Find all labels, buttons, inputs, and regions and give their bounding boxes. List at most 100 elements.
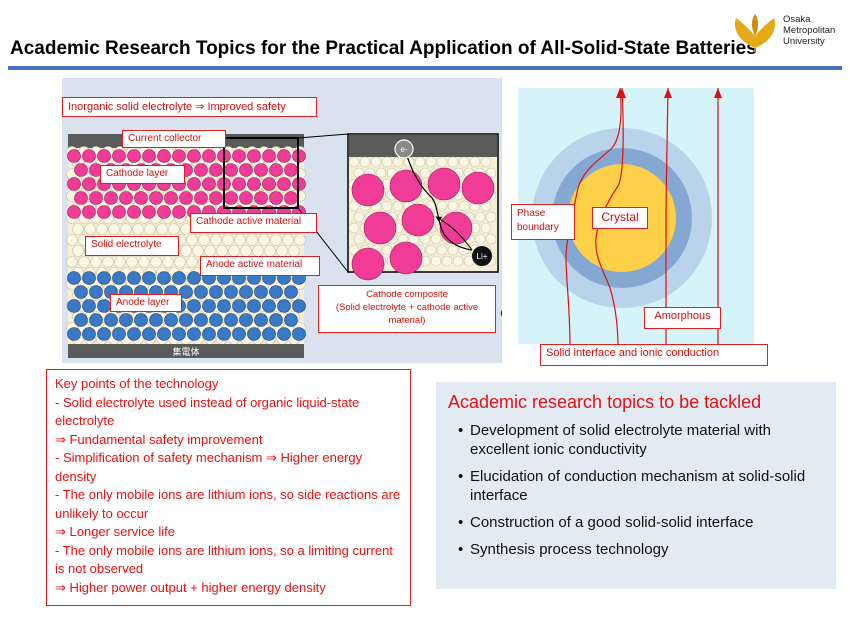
electrolyte-particle [282,234,294,246]
cathode-particle [82,205,96,219]
cathode-particle [187,149,201,163]
cathode-particle [262,149,276,163]
inset-electrolyte-particle [458,200,470,212]
anode-particle [277,299,291,313]
cathode-particle [202,177,216,191]
anode-particle [97,271,111,285]
cathode-particle [239,163,253,177]
lithium-ion-icon [472,246,492,266]
electrolyte-particle [246,234,258,246]
ion-path-1 [565,88,622,344]
arrow-head [618,88,626,98]
anode-particle [67,271,81,285]
research-topics-box: Academic research topics to be tackled D… [436,382,836,589]
electrolyte-particle [264,245,276,257]
phase-boundary-label: Phase boundary [511,204,575,240]
research-topic-item: Development of solid electrolyte materia… [458,421,824,459]
anode-particle [179,285,193,299]
anode-particle [239,313,253,327]
lithium-path [435,216,473,251]
cathode-particle [164,191,178,205]
inset-cathode-particle [389,241,423,275]
cathode-particle [187,177,201,191]
cathode-particle [112,149,126,163]
inset-electrolyte-particle [353,211,365,223]
anode-particle [232,299,246,313]
inset-electrolyte-particle [452,255,464,267]
inset-electrolyte-particle [370,156,382,168]
anode-particle [224,313,238,327]
anode-particle [194,313,208,327]
anode-particle [292,327,306,341]
anode-particle [179,313,193,327]
anode-particle [247,327,261,341]
cathode-particle [112,205,126,219]
anode-particle [82,299,96,313]
interface-label: Solid interface and ionic conduction [540,344,768,366]
inset-electrolyte-particle [447,200,459,212]
stray-text: Cr [500,307,502,322]
anode-particle [284,313,298,327]
cathode-composite-label: Cathode composite (Solid electrolyte + c… [318,285,496,333]
cathode-particle [247,177,261,191]
anode-particle [262,299,276,313]
inset-cathode-particle [439,211,473,245]
anode-particle [127,271,141,285]
key-point-line: ⇒ Higher power output + higher energy de… [55,579,326,595]
inset-cathode-particle [427,167,461,201]
inset-electrolyte-particle [392,200,404,212]
cathode-particle [127,205,141,219]
electrolyte-particle [234,234,246,246]
electrolyte-particle [150,256,162,268]
anode-particle [202,299,216,313]
inset-electrolyte-particle [348,156,360,168]
cathode-particle [254,191,268,205]
cathode-particle [277,149,291,163]
cathode-particle [142,205,156,219]
anode-particle [254,285,268,299]
inset-cathode-particle [363,211,397,245]
anode-particle [82,327,96,341]
cathode-particle [277,177,291,191]
electrolyte-particle [186,234,198,246]
anode-particle [187,271,201,285]
anode-active-material-label: Anode active material [200,256,320,276]
anode-particle [224,285,238,299]
anode-particle [104,313,118,327]
cathode-particle [172,205,186,219]
electrolyte-particle [156,223,168,235]
amorphous-label: Amorphous [644,307,721,329]
electrolyte-particle [96,223,108,235]
cathode-particle [232,177,246,191]
electrolyte-particle [90,256,102,268]
cathode-particle [254,163,268,177]
key-point-line: - The only mobile ions are lithium ions,… [55,487,401,521]
anode-particle [82,271,96,285]
inset-electrolyte-particle [348,200,360,212]
electron-path [406,155,473,251]
bottom-collector-label: 集電体 [172,346,199,358]
electrolyte-particle [72,245,84,257]
cathode-particle [82,149,96,163]
electrolyte-particle [138,256,150,268]
cathode-particle [262,177,276,191]
anode-particle [74,313,88,327]
key-point-line: - Simplification of safety mechanism ⇒ H… [55,450,363,484]
research-topic-item: Synthesis process technology [458,540,824,559]
anode-particle [97,327,111,341]
anode-particle [164,313,178,327]
electrolyte-particle [288,245,300,257]
anode-particle [142,271,156,285]
page-title: Academic Research Topics for the Practic… [10,38,757,59]
electrolyte-particle [66,256,78,268]
anode-particle [269,313,283,327]
key-point-line: - Solid electrolyte used instead of orga… [55,394,360,429]
anode-particle [127,327,141,341]
cathode-particle [284,191,298,205]
electrolyte-particle [168,223,180,235]
anode-particle [149,313,163,327]
inset-electrolyte-particle [375,167,387,179]
cathode-particle [194,163,208,177]
cathode-particle [142,149,156,163]
inset-electrolyte-particle [485,233,497,245]
